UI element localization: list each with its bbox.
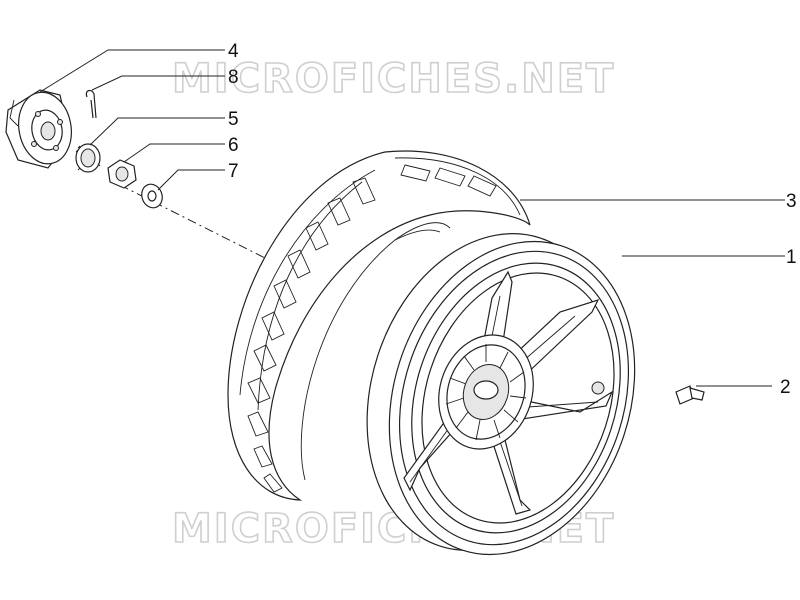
- callout-2: 2: [780, 377, 791, 398]
- callout-3: 3: [786, 191, 797, 212]
- leader-lines: [39, 49, 785, 387]
- hub-drum: [5, 89, 72, 169]
- callout-4: 4: [228, 41, 239, 62]
- rim: [366, 233, 636, 556]
- washer: [141, 183, 163, 209]
- callout-7: 7: [228, 161, 239, 182]
- watermark-top: MICROFICHES.NET: [172, 56, 615, 102]
- cotter-pin: [85, 89, 97, 119]
- callout-5: 5: [228, 109, 239, 130]
- callout-1: 1: [786, 247, 797, 268]
- axle-nut: [107, 159, 137, 189]
- callout-6: 6: [228, 135, 239, 156]
- callout-8: 8: [228, 67, 239, 88]
- tire: [227, 150, 531, 501]
- valve: [675, 385, 705, 405]
- callouts: 4 8 5 6 7 3 1 2: [228, 41, 797, 398]
- spline-ring: [75, 143, 101, 173]
